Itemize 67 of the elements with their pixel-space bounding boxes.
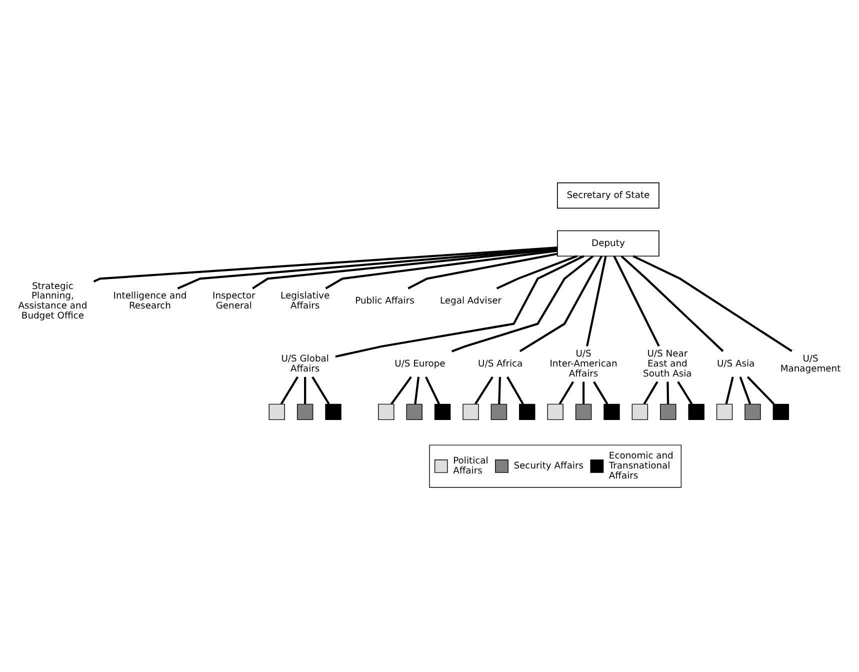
node-box [434, 403, 451, 420]
connector [725, 376, 734, 404]
node-box: Deputy [557, 230, 660, 256]
connector [304, 376, 306, 404]
connector [335, 254, 584, 358]
node-box [575, 403, 592, 420]
node-box [490, 403, 508, 420]
connector [177, 246, 558, 289]
connector [620, 254, 724, 352]
legend-label: Security Affairs [514, 460, 584, 472]
node-box [744, 403, 761, 420]
legend-label: Political Affairs [453, 455, 488, 476]
node-box [716, 403, 733, 420]
connector [498, 376, 502, 404]
legend-label: Economic and Transnational Affairs [608, 450, 674, 481]
connector [586, 256, 607, 346]
node-box [462, 403, 479, 420]
node-text: U/S Asia [716, 358, 755, 369]
node-box [632, 403, 648, 420]
node-box [296, 403, 314, 420]
node-box [378, 403, 394, 420]
node-box [660, 403, 676, 420]
connector [643, 380, 658, 404]
connector [414, 376, 420, 404]
connector [325, 249, 558, 289]
node-box [688, 403, 704, 420]
connector [474, 376, 494, 404]
node-text: Intelligence and Research [113, 290, 187, 312]
node-text: U/S Inter-American Affairs [550, 348, 618, 379]
connector [424, 376, 440, 404]
node-box: Secretary of State [557, 182, 660, 208]
node-text: U/S Near East and South Asia [643, 348, 692, 379]
node-box [406, 403, 422, 420]
node-box [604, 403, 620, 420]
connector [252, 248, 558, 289]
connector [519, 255, 602, 352]
node-box [772, 403, 790, 420]
connector [506, 376, 524, 404]
connector [677, 380, 693, 404]
node-box [325, 403, 342, 420]
node-box [519, 403, 536, 420]
connector [558, 380, 574, 404]
connector [390, 376, 412, 404]
node-text: Public Affairs [355, 295, 414, 306]
node-box [268, 403, 285, 420]
connector [280, 376, 299, 404]
connector [93, 246, 558, 282]
connector [666, 381, 670, 404]
connector [746, 376, 775, 404]
connector [312, 376, 330, 404]
connector [408, 252, 558, 289]
connector [496, 254, 578, 289]
node-text: Legal Adviser [440, 295, 502, 306]
connector [739, 376, 752, 404]
connector [582, 381, 585, 404]
node-text: Legislative Affairs [280, 290, 330, 312]
node-text: U/S Europe [394, 358, 446, 369]
node-text: Inspector General [212, 290, 256, 312]
node-text: U/S Africa [478, 358, 523, 369]
node-text: Strategic Planning, Assistance and Budget Office [18, 280, 88, 321]
node-text: U/S Global Affairs [281, 352, 329, 374]
node-text: U/S Management [780, 352, 841, 374]
connector [451, 254, 594, 352]
connector [592, 380, 608, 404]
connector [632, 254, 792, 352]
connector [613, 255, 660, 346]
node-box [547, 403, 564, 420]
